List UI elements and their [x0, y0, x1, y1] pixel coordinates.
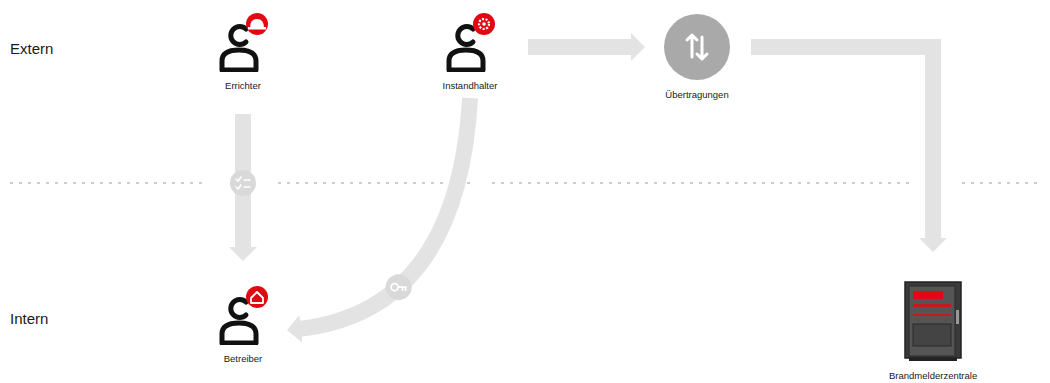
flow-band: [751, 47, 933, 240]
zone-label: Extern: [10, 40, 53, 57]
person-node: Instandhalter: [440, 12, 500, 92]
transfer-circle: [663, 13, 731, 81]
key-badge: [386, 274, 412, 300]
person-node: Errichter: [213, 12, 273, 92]
person-icon: [440, 12, 500, 72]
checklist-badge: [230, 170, 256, 196]
flow-band: [299, 98, 470, 329]
zone-label: Intern: [10, 310, 48, 327]
fire-panel-cabinet: [903, 280, 963, 362]
node-label: Instandhalter: [441, 80, 500, 92]
extern-intern-separator: [10, 183, 1040, 184]
person-icon: [213, 285, 273, 345]
panel-node: Brandmelderzentrale: [887, 280, 979, 382]
node-label: Brandmelderzentrale: [887, 370, 979, 382]
node-label: Betreiber: [222, 353, 265, 365]
transfer-node: Übertragungen: [663, 13, 731, 101]
person-node: Betreiber: [213, 285, 273, 365]
flow-band: [528, 39, 633, 55]
node-label: Übertragungen: [663, 89, 730, 101]
node-label: Errichter: [223, 80, 263, 92]
person-icon: [213, 12, 273, 72]
